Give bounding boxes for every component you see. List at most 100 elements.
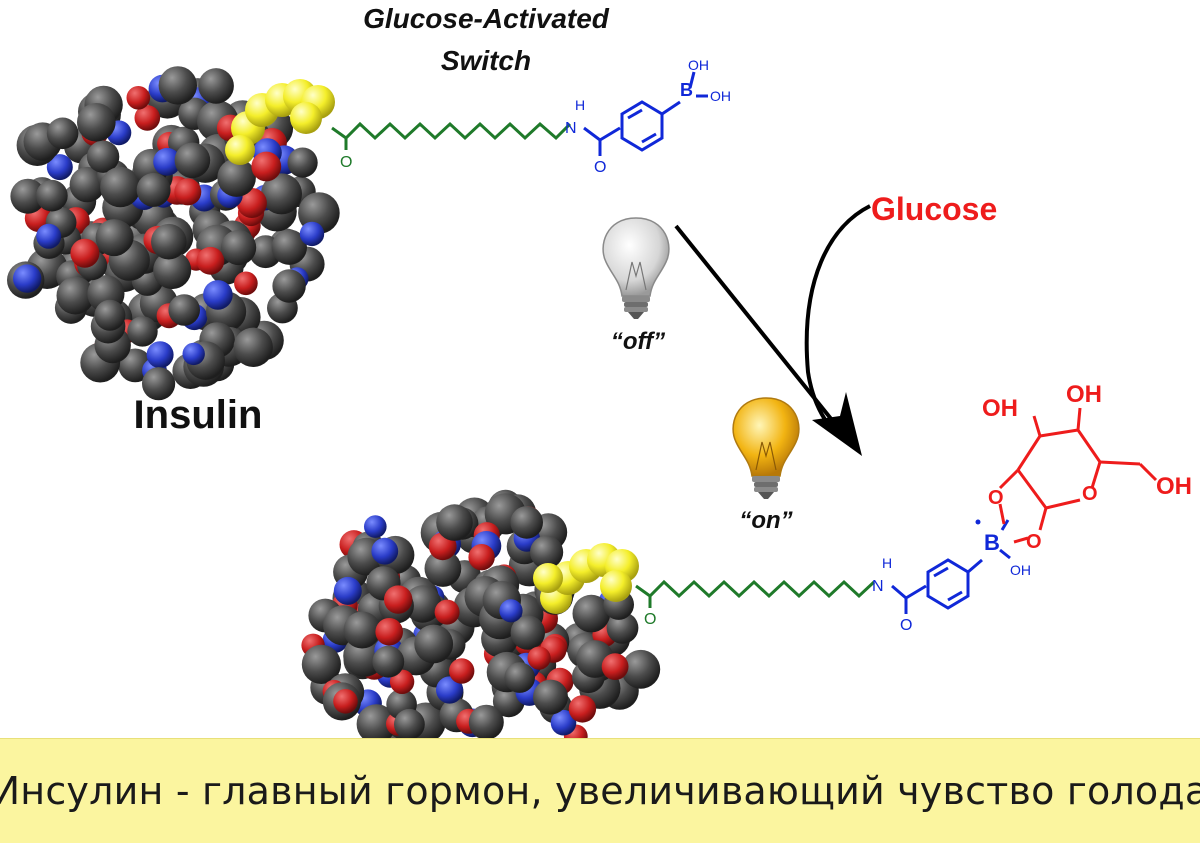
- glucose-label: Glucose: [871, 191, 997, 227]
- carbon-atom: [272, 269, 306, 303]
- carbon-atom: [424, 550, 462, 587]
- nitrogen-atom: [333, 576, 362, 605]
- amide-n-label-bottom: N: [872, 578, 884, 595]
- boron-label-top: B: [680, 80, 693, 100]
- nitrogen-atom: [371, 537, 399, 565]
- oxygen-atom: [70, 238, 100, 268]
- carbon-atom: [69, 166, 106, 203]
- carbon-atom: [404, 585, 442, 623]
- oxygen-atom: [449, 658, 475, 684]
- carbon-atom: [287, 147, 318, 178]
- oxygen-atom: [384, 585, 413, 614]
- oxygen-atom: [134, 105, 161, 131]
- nitrogen-atom: [46, 154, 73, 181]
- boron-label-bottom: B: [984, 530, 1000, 555]
- carbon-atom: [504, 662, 535, 693]
- carbon-atom: [533, 679, 568, 715]
- carbon-atom: [198, 68, 234, 104]
- glucose-input-arrow: [804, 204, 871, 426]
- carbon-atom: [36, 179, 68, 212]
- carbon-atom: [436, 504, 473, 541]
- glucose-oh-label-3: OH: [1156, 473, 1192, 500]
- boron-charge-dot: [975, 519, 981, 525]
- on-label: “on”: [739, 507, 792, 534]
- amide-h-label-bottom: H: [882, 555, 892, 571]
- svg-text:O: O: [988, 487, 1004, 509]
- carbon-atom: [217, 158, 256, 197]
- carbon-atom: [510, 615, 545, 650]
- carbon-atom: [372, 645, 405, 678]
- amide-o-label-bottom: O: [900, 617, 912, 634]
- carbon-atom: [174, 142, 211, 179]
- lightbulb-on-icon: [732, 397, 800, 499]
- oxygen-atom: [468, 544, 495, 571]
- carbon-atom: [95, 219, 133, 257]
- carbon-atom: [394, 708, 425, 740]
- carbon-atom: [356, 704, 397, 744]
- phenylboronic-group-top: [583, 71, 708, 156]
- svg-text:O: O: [1026, 531, 1042, 553]
- oxygen-atom: [234, 271, 258, 296]
- nitrogen-atom: [36, 223, 62, 249]
- switch-title-line2: Switch: [441, 45, 531, 76]
- carbon-atom: [572, 594, 611, 633]
- carbon-atom: [153, 251, 192, 290]
- caption-text: Инсулин - главный гормон, увеличивающий …: [0, 769, 1200, 813]
- nitrogen-atom: [182, 342, 205, 366]
- oxygen-atom: [126, 86, 151, 110]
- carbon-atom: [56, 276, 95, 315]
- nitrogen-atom: [436, 676, 464, 704]
- switch-yellow-chain-top: [225, 79, 335, 165]
- carbon-atom: [77, 103, 116, 142]
- nitrogen-atom: [364, 515, 387, 538]
- lightbulb-off-icon: [602, 217, 670, 319]
- off-label: “off”: [611, 328, 665, 355]
- carbon-atom: [530, 535, 564, 569]
- glucose-oh-label-2: OH: [1066, 381, 1102, 408]
- carbonyl-o-label-top: O: [340, 154, 352, 171]
- carbon-atom: [151, 223, 187, 260]
- nitrogen-atom: [13, 264, 42, 293]
- svg-text:O: O: [1082, 483, 1098, 505]
- insulin-label: Insulin: [134, 393, 263, 437]
- oxygen-atom: [434, 599, 460, 625]
- boron-oh-label-bottom: OH: [1010, 562, 1031, 578]
- caption-banner: Инсулин - главный гормон, увеличивающий …: [0, 738, 1200, 843]
- oxygen-atom: [375, 618, 404, 646]
- oxygen-atom: [196, 246, 225, 275]
- carbon-atom: [158, 66, 197, 105]
- glucose-atom-labels: O O O: [988, 483, 1098, 553]
- carbon-atom: [100, 166, 141, 208]
- linker-chain-top: [331, 121, 572, 150]
- amide-h-label-top: H: [575, 97, 585, 113]
- carbon-atom: [10, 178, 46, 214]
- boronic-oh-label-1-top: OH: [688, 57, 709, 73]
- oxygen-atom: [568, 695, 597, 723]
- carbon-atom: [86, 140, 120, 173]
- switch-title-line1: Glucose-Activated: [363, 3, 610, 34]
- boronic-oh-label-2-top: OH: [710, 88, 731, 104]
- carbon-atom: [510, 506, 543, 539]
- nitrogen-atom: [203, 280, 233, 310]
- carbon-atom: [606, 612, 639, 644]
- carbon-atom: [343, 611, 381, 649]
- carbon-atom: [127, 316, 158, 347]
- carbon-atom: [142, 367, 176, 401]
- carbon-atom: [621, 649, 661, 689]
- carbon-atom: [168, 294, 200, 326]
- oxygen-atom: [174, 178, 202, 206]
- nitrogen-atom: [550, 709, 577, 736]
- oxygen-atom: [251, 151, 282, 182]
- oxygen-atom: [601, 653, 629, 680]
- oxygen-atom: [236, 188, 267, 218]
- carbon-atom: [94, 299, 126, 331]
- oxygen-atom: [333, 689, 358, 714]
- insulin-molecule-top: [7, 66, 340, 401]
- carbon-atom: [414, 624, 454, 664]
- carbon-atom: [233, 327, 273, 367]
- nitrogen-atom: [299, 221, 325, 247]
- insulin-molecule-bottom: [301, 489, 661, 753]
- carbon-atom: [136, 172, 171, 207]
- oxygen-atom: [389, 669, 415, 694]
